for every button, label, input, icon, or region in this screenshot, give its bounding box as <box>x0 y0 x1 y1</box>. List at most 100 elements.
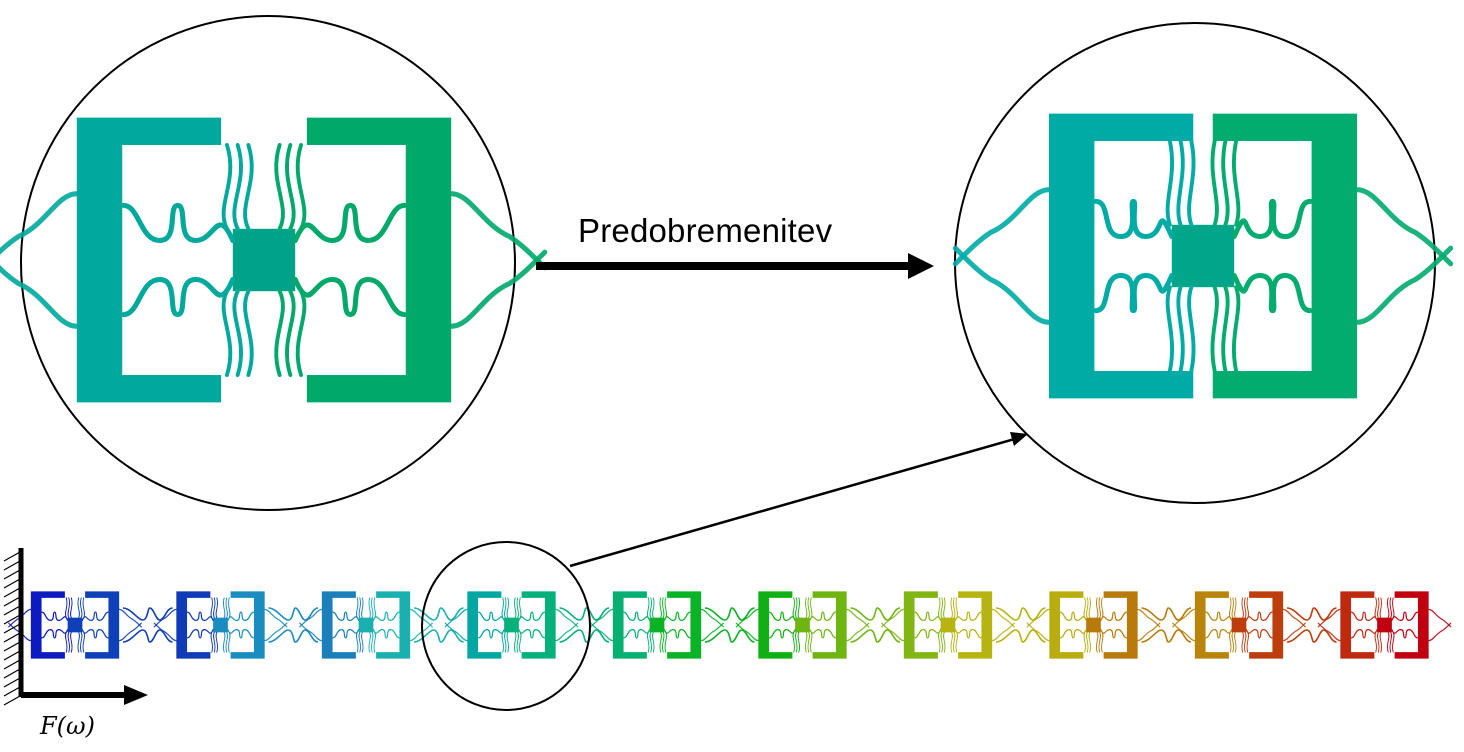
flexure-beam <box>516 631 519 653</box>
serpentine-spring <box>186 611 214 621</box>
flexure-beam <box>215 597 219 619</box>
connecting-spring <box>1137 608 1161 628</box>
flexure-beam <box>285 289 296 378</box>
serpentine-spring <box>332 629 360 639</box>
serpentine-spring <box>121 276 236 318</box>
flexure-beam <box>1210 138 1219 227</box>
chain-connector-spring <box>850 607 901 621</box>
chain-connector-spring <box>704 629 755 643</box>
serpentine-spring <box>663 611 691 621</box>
serpentine-spring <box>1059 629 1087 639</box>
flexure-beam <box>1165 138 1175 227</box>
serpentine-spring <box>623 629 651 639</box>
flexure-beam <box>1379 631 1383 653</box>
flexure-beam <box>1187 285 1196 374</box>
zoom-pointer-arrowhead <box>1010 432 1028 446</box>
serpentine-spring <box>768 629 796 639</box>
left-frame <box>1194 591 1229 659</box>
magnified-unit-before <box>0 117 548 403</box>
serpentine-spring <box>372 629 400 639</box>
serpentine-spring <box>518 611 546 621</box>
flexure-beam <box>792 631 795 653</box>
hatch-line <box>3 551 21 562</box>
force-label: F(ω) <box>40 712 95 740</box>
flexure-beam <box>1246 631 1249 653</box>
flexure-beam <box>210 597 213 619</box>
central-mass <box>795 617 810 633</box>
flexure-beam <box>1095 597 1099 619</box>
flexure-beam <box>810 631 813 653</box>
hatch-line <box>3 569 21 580</box>
flexure-beam <box>1377 597 1380 619</box>
flexure-beam <box>797 597 801 619</box>
chain-connector-spring <box>1286 629 1337 643</box>
connecting-spring <box>0 191 80 255</box>
connecting-spring <box>1026 622 1050 642</box>
unit-cell <box>153 591 288 659</box>
flexure-beam <box>1386 597 1390 619</box>
transition-arrowhead <box>908 253 934 279</box>
serpentine-spring <box>518 629 546 639</box>
flexure-beam <box>1221 285 1230 374</box>
right-frame <box>667 591 702 659</box>
serpentine-spring <box>41 629 69 639</box>
flexure-beam <box>1101 631 1104 653</box>
connecting-spring <box>8 608 32 628</box>
flexure-beam <box>950 597 953 619</box>
connecting-spring <box>881 608 905 628</box>
flexure-beam <box>1374 597 1377 619</box>
connecting-spring <box>952 245 1052 325</box>
serpentine-spring <box>809 629 837 639</box>
connecting-spring <box>1354 187 1454 267</box>
magnified-unit-after <box>952 113 1454 399</box>
flexure-beam <box>65 631 68 653</box>
flexure-beam <box>940 631 944 653</box>
flexure-beam <box>361 631 364 653</box>
flexure-beam <box>222 631 226 653</box>
chain-connector-spring <box>413 607 464 621</box>
flexure-beam <box>1088 631 1092 653</box>
flexure-beam <box>955 597 958 619</box>
flexure-beam <box>940 597 944 619</box>
hatch-line <box>3 686 21 697</box>
flexure-beam <box>1389 597 1392 619</box>
chain-connector-spring <box>268 607 319 621</box>
unit-cell <box>1317 591 1452 659</box>
flexure-beam <box>516 597 519 619</box>
central-mass <box>67 617 83 633</box>
connecting-spring <box>1428 608 1452 628</box>
flexure-beam <box>82 631 85 653</box>
flexure-beam <box>795 597 798 619</box>
flexure-beam <box>1176 285 1185 374</box>
flexure-beam <box>274 289 285 378</box>
central-mass <box>1231 617 1247 633</box>
hatch-line <box>3 596 21 607</box>
flexure-beam <box>1241 631 1244 653</box>
flexure-beam <box>661 631 665 653</box>
serpentine-spring <box>768 611 796 621</box>
flexure-beam <box>222 597 226 619</box>
serpentine-spring <box>1093 198 1175 240</box>
serpentine-spring <box>372 611 400 621</box>
flexure-beam <box>1101 597 1104 619</box>
connecting-spring <box>1354 245 1454 325</box>
central-mass <box>1377 617 1392 633</box>
flexure-beam <box>1386 631 1390 653</box>
unit-cell <box>444 591 579 659</box>
hatch-line <box>3 641 21 652</box>
hatch-line <box>3 623 21 634</box>
connecting-spring <box>846 608 870 628</box>
unit-cell <box>1026 591 1161 659</box>
connecting-spring <box>444 622 468 642</box>
serpentine-spring <box>1093 272 1175 314</box>
connecting-spring <box>444 608 468 628</box>
flexure-beam <box>804 597 808 619</box>
flexure-beam <box>807 597 810 619</box>
serpentine-spring <box>1350 611 1378 621</box>
flexure-beam <box>295 289 307 378</box>
flexure-beam <box>1210 285 1219 374</box>
hatch-line <box>3 578 21 589</box>
hatch-line <box>3 632 21 643</box>
chain-connector-spring <box>268 629 319 643</box>
